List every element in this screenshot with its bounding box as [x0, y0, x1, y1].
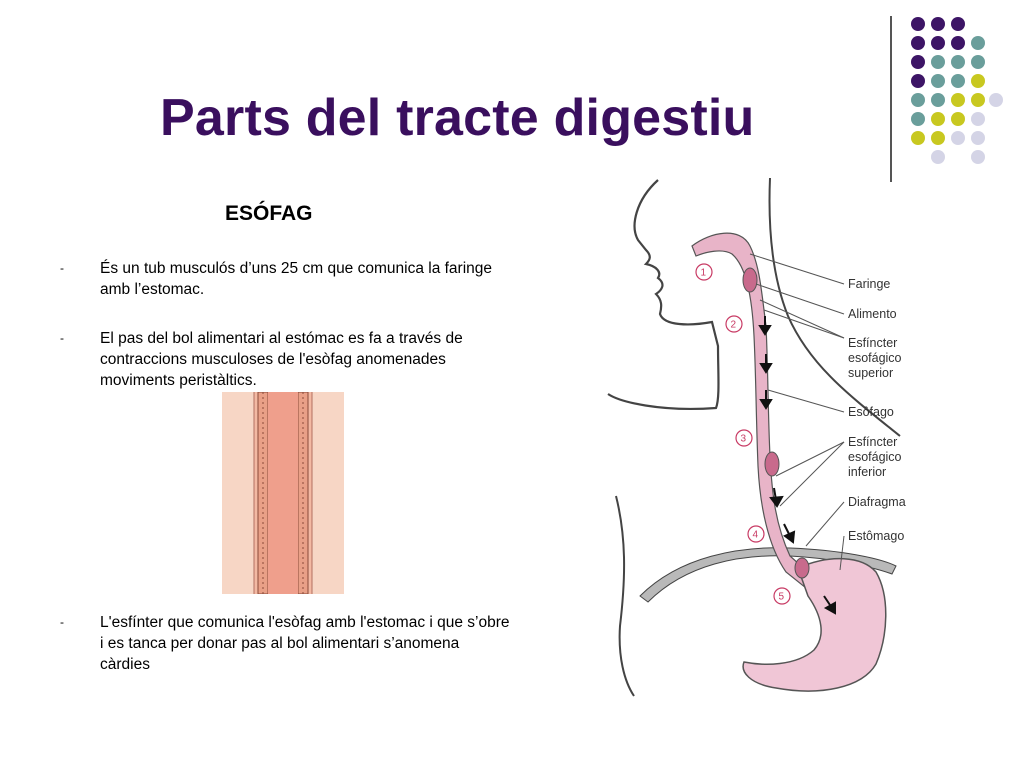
diaphragm: [639, 547, 897, 603]
label-estomago: Estômago: [848, 529, 904, 543]
step-number: 1: [701, 268, 707, 279]
decorative-dot: [911, 36, 925, 50]
decorative-dot: [951, 93, 965, 107]
decorative-dot: [951, 74, 965, 88]
label-esfinter-inferior: Esfíncter: [848, 435, 897, 449]
step-markers: 1 2 3 4 5: [695, 263, 791, 605]
decorative-dot: [989, 93, 1003, 107]
bullet-marker: -: [60, 331, 64, 345]
slide-title: Parts del tracte digestiu: [160, 89, 755, 147]
step-number: 3: [741, 434, 747, 445]
decorative-dot: [931, 74, 945, 88]
body-outline: [615, 495, 635, 697]
decorative-dot: [931, 17, 945, 31]
decorative-dot: [911, 93, 925, 107]
decorative-dot: [951, 17, 965, 31]
food-bolus: [742, 267, 758, 293]
bullet-text: El pas del bol alimentari al estómac es …: [100, 330, 463, 389]
food-bolus: [794, 557, 810, 579]
decorative-dot: [911, 112, 925, 126]
bullet-text: L'esfínter que comunica l'esòfag amb l'e…: [100, 614, 510, 673]
label-esfinter-superior: Esfíncter: [848, 336, 897, 350]
decorative-divider: [890, 16, 892, 182]
decorative-dot: [971, 93, 985, 107]
decorative-dot: [931, 112, 945, 126]
decorative-dot: [911, 74, 925, 88]
decorative-dot: [911, 17, 925, 31]
decorative-dot: [951, 36, 965, 50]
food-bolus: [764, 451, 780, 477]
decorative-dot: [971, 36, 985, 50]
decorative-dot: [951, 112, 965, 126]
step-number: 4: [753, 530, 759, 541]
bullet-item: - El pas del bol alimentari al estómac e…: [60, 328, 510, 391]
decorative-dot: [931, 131, 945, 145]
stomach: [742, 558, 887, 692]
step-number: 2: [731, 320, 737, 331]
slide-subtitle: ESÓFAG: [225, 202, 313, 225]
esophagus-section-image: [222, 392, 344, 594]
decorative-dot: [971, 150, 985, 164]
head-outline: [607, 179, 720, 410]
decorative-dot: [931, 55, 945, 69]
back-outline: [768, 177, 901, 437]
label-alimento: Alimento: [848, 307, 897, 321]
decorative-dot: [911, 55, 925, 69]
digestive-tract-diagram: 1 2 3 4 5 Faringe Alimento Esfíncter eso…: [607, 177, 906, 697]
decorative-dot: [951, 131, 965, 145]
label-esfinter-inferior: inferior: [848, 465, 886, 479]
label-faringe: Faringe: [848, 277, 890, 291]
decorative-dot: [971, 131, 985, 145]
label-diafragma: Diafragma: [848, 495, 906, 509]
decorative-dot: [931, 150, 945, 164]
decorative-dot: [931, 36, 945, 50]
decorative-dot: [931, 93, 945, 107]
label-esfinter-superior: esofágico: [848, 351, 902, 365]
label-esofago: Esôfago: [848, 405, 894, 419]
bullet-text: És un tub musculós d’uns 25 cm que comun…: [100, 260, 493, 298]
decorative-dot: [911, 131, 925, 145]
decorative-dot: [971, 112, 985, 126]
decorative-dot: [971, 55, 985, 69]
bullet-item: - L'esfínter que comunica l'esòfag amb l…: [60, 612, 510, 675]
label-esfinter-inferior: esofágico: [848, 450, 902, 464]
bullet-item: - És un tub musculós d’uns 25 cm que com…: [60, 258, 510, 300]
decorative-dot-grid: [911, 17, 1003, 164]
bullet-marker: -: [60, 261, 64, 275]
label-esfinter-superior: superior: [848, 366, 893, 380]
bullet-marker: -: [60, 615, 64, 629]
step-number: 5: [779, 592, 785, 603]
decorative-dot: [951, 55, 965, 69]
decorative-dot: [971, 74, 985, 88]
